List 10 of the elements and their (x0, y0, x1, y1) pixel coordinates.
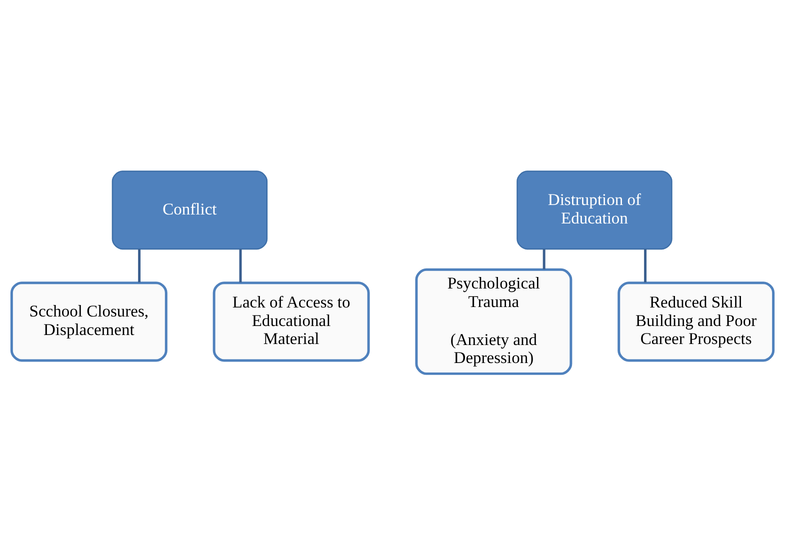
node-box: Conflict (112, 170, 268, 250)
node-box: Scchool Closures, Displacement (10, 282, 168, 362)
node-box: Distruption of Education (516, 170, 672, 250)
connector (138, 249, 141, 282)
node-box: Psychological Trauma (Anxiety and Depression) (415, 268, 572, 375)
node-box: Reduced Skill Building and Poor Career Prospects (618, 282, 775, 362)
connector (542, 249, 546, 270)
connector (644, 249, 647, 282)
node-box: Lack of Access to Educational Material (212, 282, 370, 362)
connector (239, 249, 242, 282)
